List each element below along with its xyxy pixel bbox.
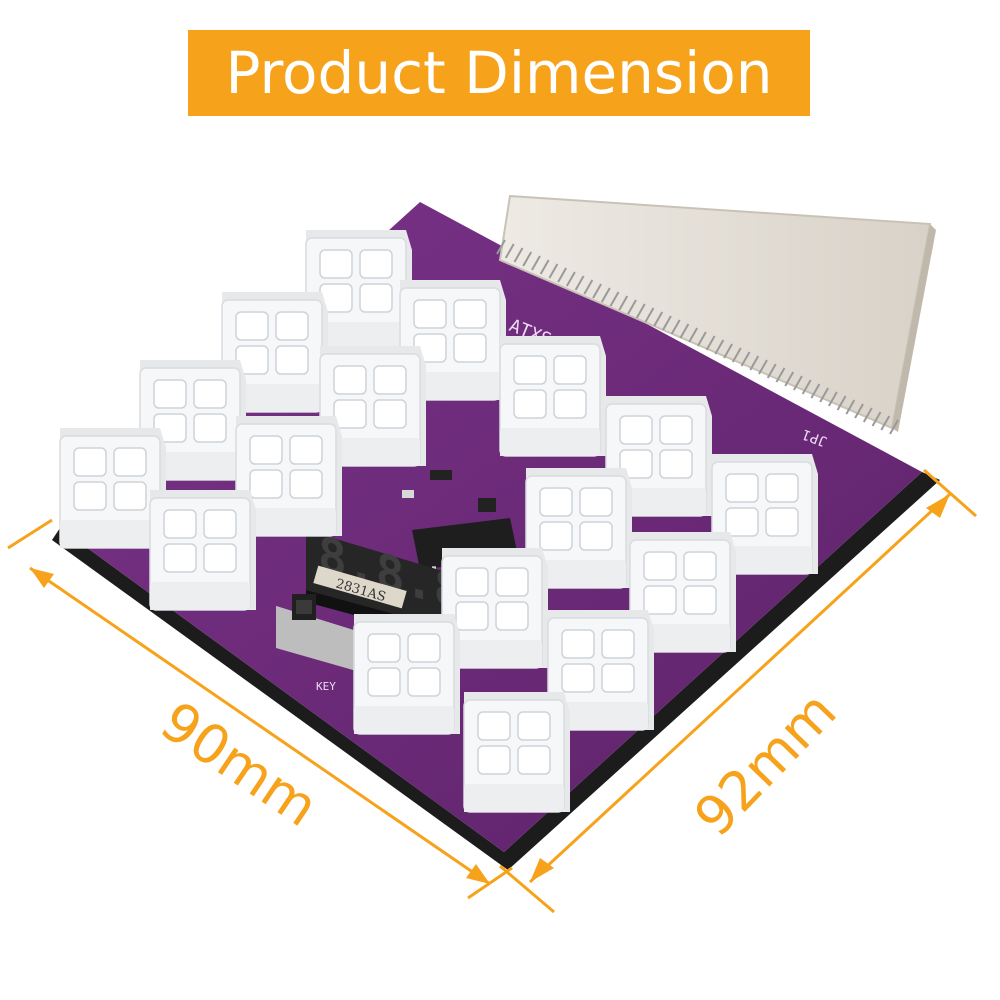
slot-pin xyxy=(723,343,733,359)
pcie-connector xyxy=(499,335,607,457)
slot-pin xyxy=(557,267,568,283)
pcie-connector xyxy=(149,489,257,611)
slot-pin xyxy=(539,259,550,275)
title-banner: Product Dimension xyxy=(188,30,810,116)
slot-pin xyxy=(679,323,690,339)
slot-pin xyxy=(810,383,821,399)
slot-pin xyxy=(784,371,795,387)
slot-pin xyxy=(827,391,838,407)
slot-pin xyxy=(618,295,629,311)
slot-pin xyxy=(644,307,655,323)
slot-pin xyxy=(845,399,856,415)
slot-pin xyxy=(766,363,777,379)
transistor xyxy=(478,498,496,512)
slot-pin xyxy=(862,407,873,423)
slot-pin xyxy=(496,239,506,255)
slot-pin xyxy=(583,279,594,295)
pcie-slot-connector xyxy=(496,194,936,435)
slot-pin xyxy=(696,331,707,347)
slot-pin xyxy=(889,419,899,435)
slot-pin xyxy=(565,271,576,287)
pcie-connector xyxy=(463,691,571,813)
slot-pin xyxy=(749,355,760,371)
slot-pin xyxy=(688,327,699,343)
resistor xyxy=(402,490,414,498)
slot-pin xyxy=(609,291,620,307)
slot-pin xyxy=(758,359,768,375)
slot-pin xyxy=(513,247,524,263)
slot-pin xyxy=(775,367,786,383)
pcie-connector xyxy=(353,613,461,735)
display-label-sticker xyxy=(313,565,407,609)
slot-pin xyxy=(731,347,742,363)
page-title: Product Dimension xyxy=(225,39,773,107)
slot-pin xyxy=(504,243,515,259)
slot-pin xyxy=(705,335,716,351)
switch-label: KEY xyxy=(316,680,336,693)
slot-pin xyxy=(714,339,725,355)
slot-pin xyxy=(531,255,541,271)
slot-pin xyxy=(522,251,533,267)
slot-pin xyxy=(574,275,585,291)
slot-pins xyxy=(496,239,899,435)
slot-pin xyxy=(740,351,751,367)
slot-pin xyxy=(627,299,637,315)
slot-pin xyxy=(548,263,559,279)
slot-pin xyxy=(600,287,611,303)
slot-pin xyxy=(592,283,602,299)
slot-pin xyxy=(854,403,864,419)
diode xyxy=(430,470,452,480)
slot-pin xyxy=(819,387,830,403)
depth-dimension-label: 92mm xyxy=(682,680,848,849)
slot-pin xyxy=(871,411,882,427)
slot-pin xyxy=(801,379,812,395)
slot-pin xyxy=(635,303,646,319)
slot-pin xyxy=(793,375,803,391)
slot-pin xyxy=(653,311,664,327)
slot-pin xyxy=(880,415,891,431)
slot-pin xyxy=(670,319,681,335)
slot-pin xyxy=(662,315,672,331)
power-switch: KEY xyxy=(276,594,364,693)
slot-pin xyxy=(836,395,847,411)
seven-segment-display: 8.8.8 2831AS xyxy=(306,525,462,640)
